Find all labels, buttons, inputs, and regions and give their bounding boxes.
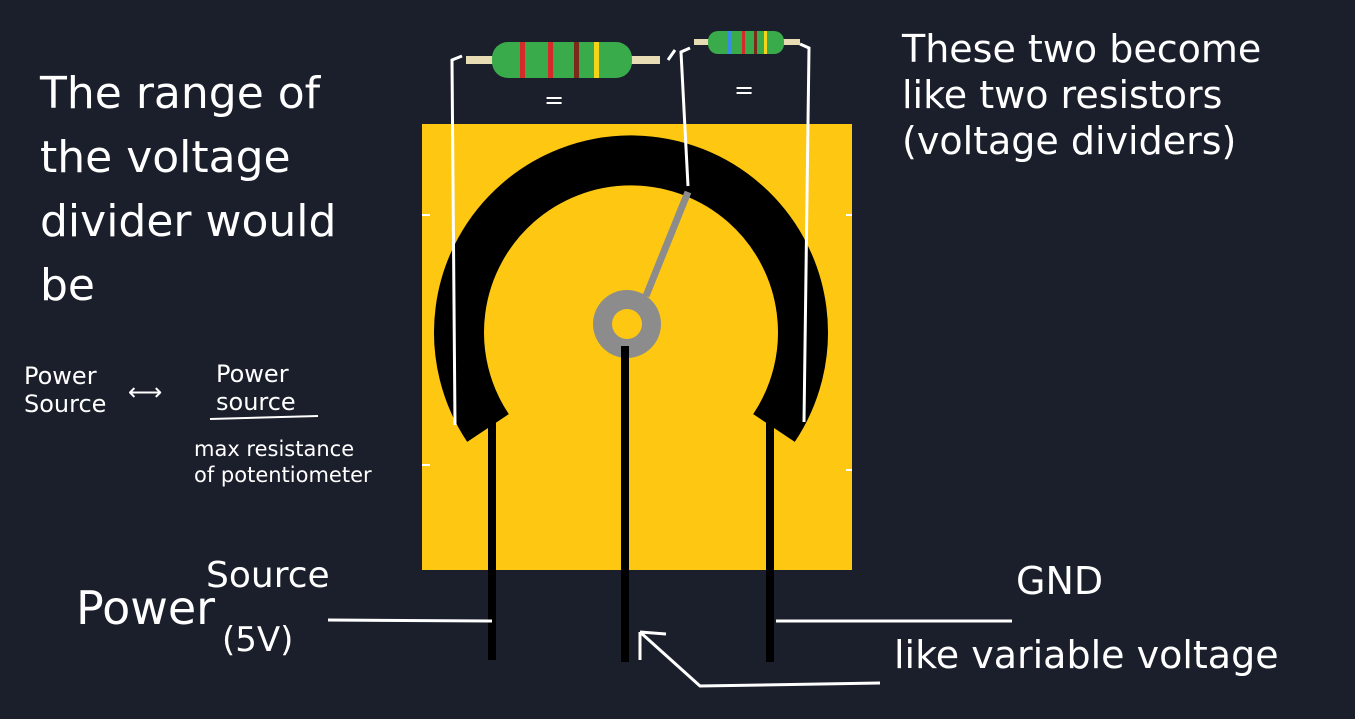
max-resistance-note: max resistance of potentiometer: [194, 437, 372, 487]
resistive-track: [434, 135, 828, 442]
source-label: Source: [206, 555, 330, 596]
range-note: The range of the voltage divider would b…: [40, 68, 337, 311]
arrow-variable-voltage: [638, 630, 881, 688]
underline: [209, 415, 319, 420]
variable-voltage-label: like variable voltage: [894, 633, 1279, 677]
bracket-middle-left: [679, 46, 691, 187]
bracket-middle-tick: [666, 49, 677, 61]
bracket-left: [450, 54, 463, 426]
resistor-equals-2: =: [734, 76, 755, 104]
resistor-icon: [694, 31, 800, 54]
double-arrow: ⟷: [128, 378, 163, 406]
wiper-arm: [642, 190, 692, 298]
power-lead-line: [327, 618, 493, 623]
wiper-shaft-hole: [612, 309, 642, 339]
power-label: Power: [76, 581, 216, 635]
power-source-left: Power Source: [24, 362, 107, 418]
power-source-right: Power source: [216, 360, 296, 416]
resistor-icon: [466, 42, 660, 78]
resistor-equals-1: =: [544, 86, 565, 114]
two-resistors-note: These two become like two resistors (vol…: [902, 27, 1262, 163]
voltage-label: (5V): [222, 620, 294, 660]
gnd-label: GND: [1016, 559, 1104, 603]
bracket-right: [799, 42, 811, 423]
